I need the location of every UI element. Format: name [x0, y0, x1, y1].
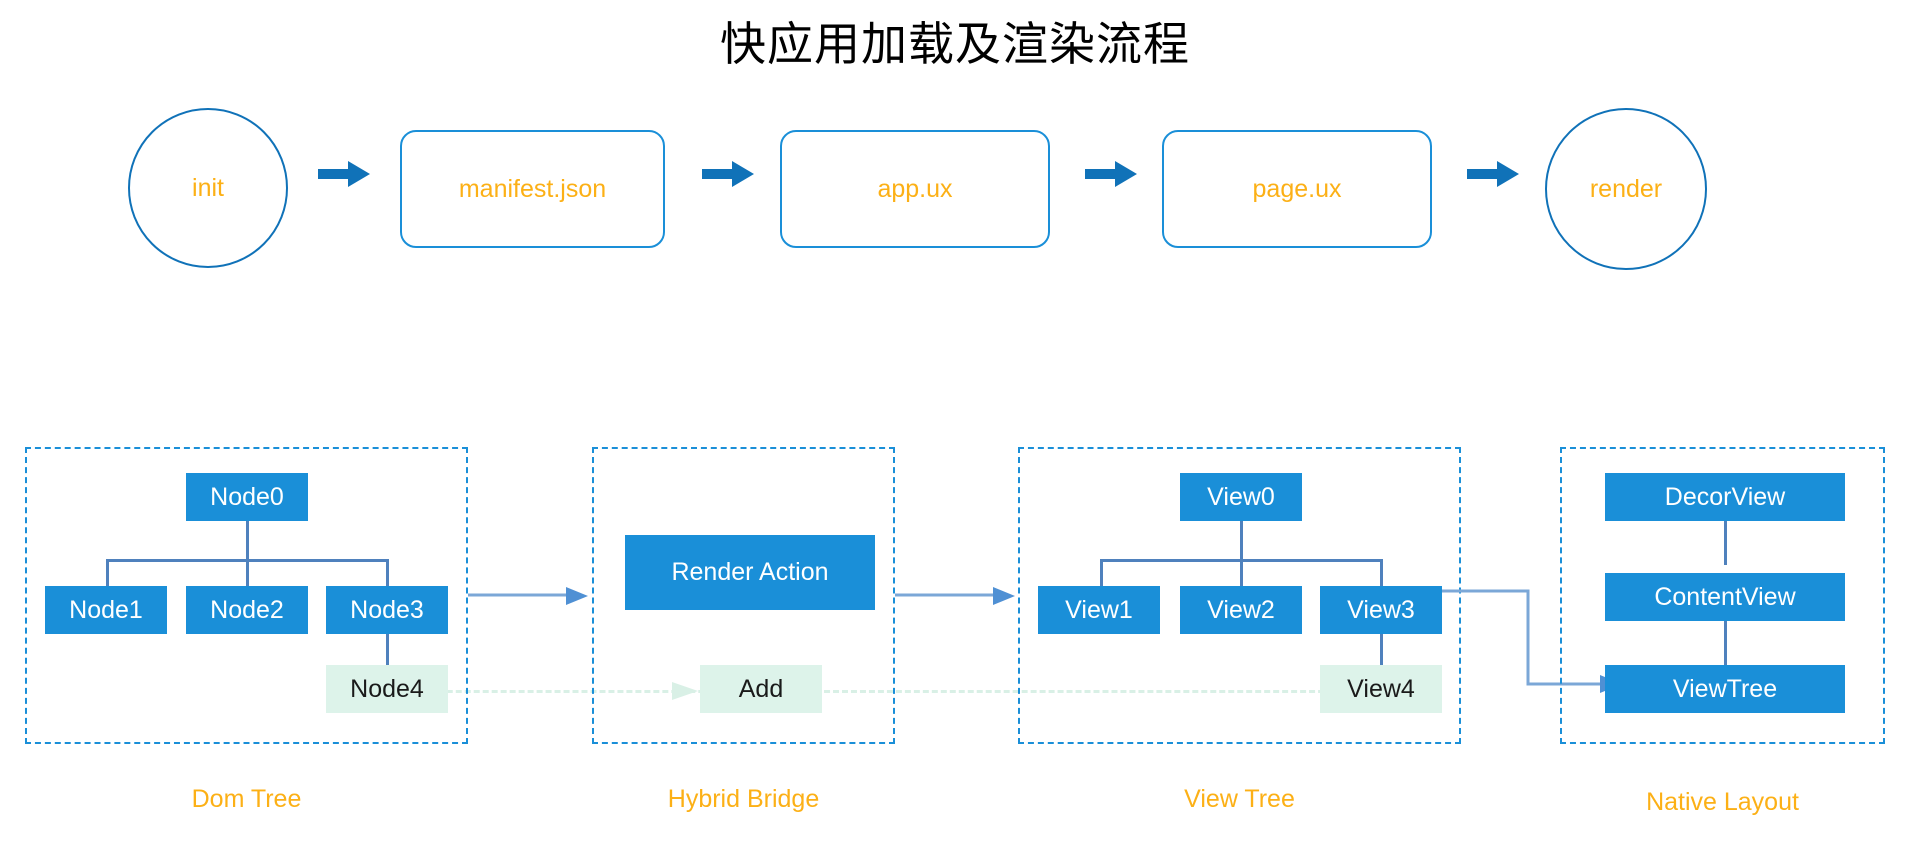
pipeline-node-label: page.ux	[1252, 174, 1342, 203]
panel-label-hybrid-bridge: Hybrid Bridge	[667, 785, 820, 813]
node-label: Render Action	[671, 558, 829, 586]
pipeline-node-label: init	[192, 173, 224, 202]
panel-hybrid-bridge[interactable]	[592, 447, 895, 744]
native-node-viewtree[interactable]: ViewTree	[1605, 665, 1845, 713]
view-node-4[interactable]: View4	[1320, 665, 1442, 713]
node-label: ViewTree	[1672, 674, 1778, 703]
bridge-node-render-action[interactable]: Render Action	[625, 535, 875, 610]
panel-label-dom-tree: Dom Tree	[191, 785, 302, 813]
native-node-decorview[interactable]: DecorView	[1605, 473, 1845, 521]
node-label: View0	[1207, 482, 1275, 511]
node-label: View1	[1065, 595, 1133, 624]
pipeline-node-app-ux[interactable]: app.ux	[780, 130, 1050, 248]
node-label: Node2	[210, 595, 284, 624]
node-label: ContentView	[1654, 582, 1796, 611]
view-node-1[interactable]: View1	[1038, 586, 1160, 634]
dom-node-4[interactable]: Node4	[326, 665, 448, 713]
dom-node-0[interactable]: Node0	[186, 473, 308, 521]
node-label: Node0	[210, 482, 284, 511]
view-node-2[interactable]: View2	[1180, 586, 1302, 634]
node-label: DecorView	[1664, 482, 1786, 511]
pipeline-node-render[interactable]: render	[1545, 108, 1707, 270]
bridge-to-viewtree-arrow-icon	[895, 587, 1015, 605]
panel-dom-tree[interactable]	[25, 447, 468, 744]
node-label: Node1	[69, 595, 143, 624]
pipeline-node-page-ux[interactable]: page.ux	[1162, 130, 1432, 248]
view-node-0[interactable]: View0	[1180, 473, 1302, 521]
pipeline-node-label: app.ux	[877, 174, 953, 203]
node-label: Node3	[350, 595, 424, 624]
right-arrow-icon	[702, 161, 754, 187]
pipeline-node-label: manifest.json	[458, 174, 607, 203]
pipeline-node-init[interactable]: init	[128, 108, 288, 268]
right-arrow-icon	[1085, 161, 1137, 187]
node-label: View2	[1207, 595, 1275, 624]
pipeline-node-label: render	[1589, 174, 1663, 203]
dom-to-bridge-arrow-icon	[468, 587, 588, 605]
node-label: Node4	[350, 674, 424, 703]
panel-label-view-tree: View Tree	[1184, 785, 1295, 813]
pipeline-flow: init manifest.json app.ux page.ux render	[0, 105, 1910, 270]
bridge-node-add[interactable]: Add	[700, 665, 822, 713]
native-node-contentview[interactable]: ContentView	[1605, 573, 1845, 621]
panel-label-native-layout: Native Layout	[1646, 788, 1799, 816]
panel-native-layout[interactable]	[1560, 447, 1885, 744]
dom-node-1[interactable]: Node1	[45, 586, 167, 634]
view-node-3[interactable]: View3	[1320, 586, 1442, 634]
dom-node-2[interactable]: Node2	[186, 586, 308, 634]
page-title: 快应用加载及渲染流程	[720, 17, 1190, 71]
node-label: View3	[1347, 595, 1415, 624]
right-arrow-icon	[318, 161, 370, 187]
pipeline-node-manifest[interactable]: manifest.json	[400, 130, 665, 248]
node-label: View4	[1347, 674, 1415, 703]
node-label: Add	[738, 674, 784, 703]
right-arrow-icon	[1467, 161, 1519, 187]
dom-node-3[interactable]: Node3	[326, 586, 448, 634]
